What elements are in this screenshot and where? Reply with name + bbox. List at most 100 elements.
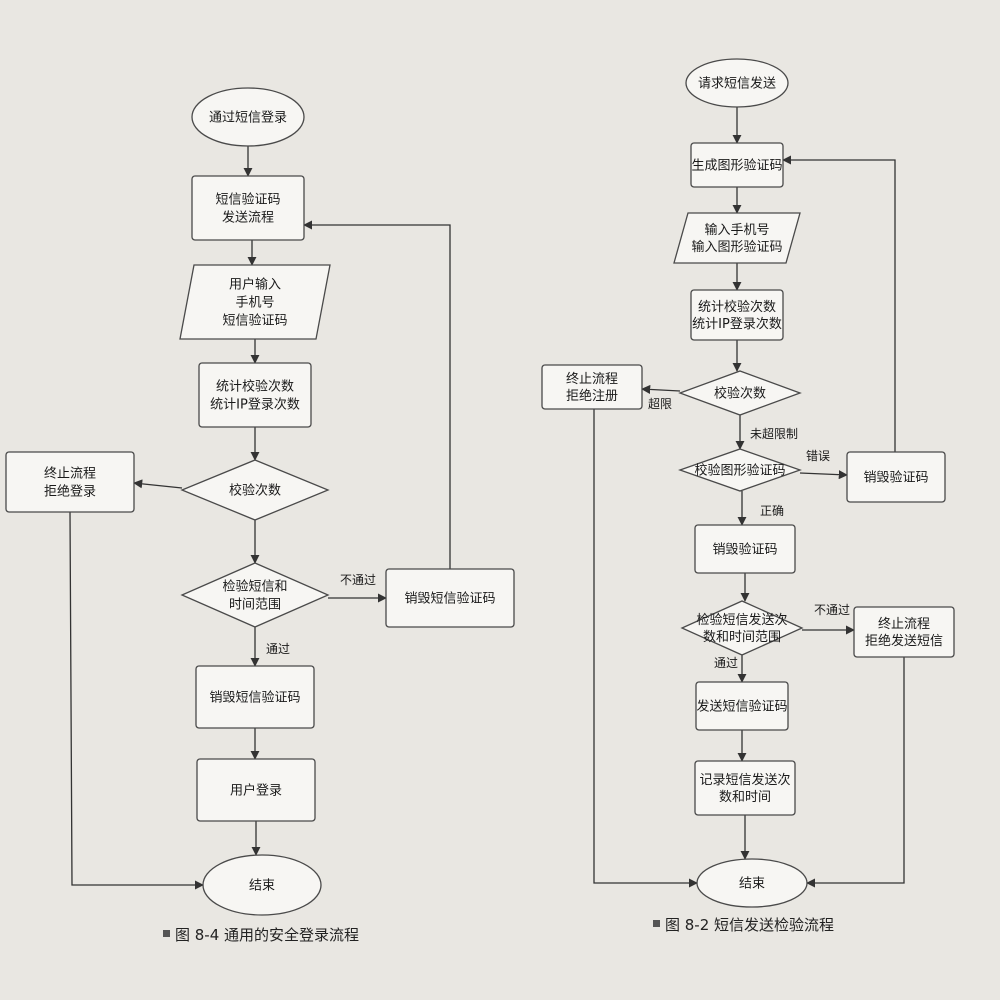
node-text-line: 生成图形验证码 <box>691 157 782 173</box>
node-text-line: 校验次数 <box>229 483 281 499</box>
right-node-destroy-right: 销毁验证码 <box>694 524 796 574</box>
process-box <box>690 289 784 341</box>
right-edge-7 <box>799 470 848 480</box>
node-text-line: 拒绝发送短信 <box>865 633 943 649</box>
node-text-line: 终止流程 <box>878 616 930 632</box>
process-box <box>846 451 946 503</box>
node-text-line: 发送短信验证码 <box>696 698 787 714</box>
node-text-line: 检验短信发送次 <box>696 612 787 628</box>
node-text-line: 销毁验证码 <box>712 541 777 557</box>
process-box <box>198 362 312 428</box>
node-text-line: 结束 <box>249 879 275 894</box>
right-node-gen-captcha: 生成图形验证码 <box>690 142 784 188</box>
process-box <box>196 758 316 822</box>
input-parallelogram <box>673 212 801 264</box>
terminator-oval <box>202 854 322 916</box>
node-text-line: 拒绝注册 <box>566 388 618 404</box>
process-box <box>385 568 515 628</box>
left-edge-12 <box>69 511 204 890</box>
right-edge-label-fail: 不通过 <box>814 603 850 617</box>
node-text-line: 校验次数 <box>714 385 766 401</box>
node-text-line: 统计校验次数 <box>216 379 294 395</box>
right-node-send-sms: 发送短信验证码 <box>695 681 789 731</box>
node-text-line: 销毁短信验证码 <box>404 591 495 607</box>
right-edge-label-over: 超限 <box>648 396 672 411</box>
caption-square-icon <box>163 930 170 937</box>
node-text-line: 检验短信和 <box>222 579 287 595</box>
node-text-line: 通过短信登录 <box>209 111 287 126</box>
flowchart-nodes: 通过短信登录短信验证码发送流程用户输入手机号短信验证码统计校验次数统计IP登录次… <box>5 58 955 916</box>
right-edge-label-pass: 通过 <box>714 656 738 670</box>
right-node-check-count: 校验次数 <box>678 370 802 416</box>
decision-diamond <box>678 370 802 416</box>
node-text-line: 统计校验次数 <box>698 299 776 315</box>
left-node-destroy-fail: 销毁短信验证码 <box>385 568 515 628</box>
node-text-line: 销毁短信验证码 <box>209 690 300 706</box>
left-edge-8 <box>303 220 451 569</box>
decision-diamond <box>180 562 330 628</box>
decision-diamond <box>180 459 330 521</box>
node-text-line: 终止流程 <box>44 466 96 482</box>
node-text-line: 输入图形验证码 <box>691 239 782 255</box>
process-box <box>5 451 135 513</box>
process-box <box>690 142 784 188</box>
node-text-line: 发送流程 <box>222 210 274 226</box>
process-box <box>191 175 305 241</box>
left-node-login: 用户登录 <box>196 758 316 822</box>
node-text-line: 时间范围 <box>229 598 281 613</box>
node-text-line: 手机号 <box>235 296 274 311</box>
right-edge-8 <box>782 155 896 452</box>
decision-diamond <box>680 600 804 656</box>
right-node-end: 结束 <box>696 858 808 908</box>
left-caption: 图 8-4 通用的安全登录流程 <box>175 926 359 944</box>
process-box <box>541 364 643 410</box>
node-text-line: 数和时间范围 <box>703 630 781 645</box>
terminator-oval <box>685 58 789 108</box>
left-edge-label-pass: 通过 <box>266 642 290 656</box>
caption-square-icon <box>653 920 660 927</box>
node-text-line: 统计IP登录次数 <box>210 397 300 413</box>
node-text-line: 拒绝登录 <box>44 484 96 500</box>
node-text-line: 销毁验证码 <box>863 469 928 485</box>
figure-captions: 图 8-4 通用的安全登录流程 图 8-2 短信发送检验流程 <box>163 916 834 944</box>
right-node-destroy-wrong: 销毁验证码 <box>846 451 946 503</box>
terminator-oval <box>696 858 808 908</box>
node-text-line: 记录短信发送次 <box>699 772 790 788</box>
flowchart-edges <box>69 107 905 890</box>
left-node-end: 结束 <box>202 854 322 916</box>
node-text-line: 用户登录 <box>230 783 282 799</box>
left-node-check-count: 校验次数 <box>180 459 330 521</box>
terminator-oval <box>191 87 305 147</box>
left-edge-5 <box>133 479 183 489</box>
right-edge-label-right: 正确 <box>760 504 784 518</box>
process-box <box>195 665 315 729</box>
right-edge-5 <box>641 384 681 394</box>
right-edge-16 <box>806 657 905 888</box>
node-text-line: 输入手机号 <box>704 222 769 238</box>
process-box <box>695 681 789 731</box>
right-node-start: 请求短信发送 <box>685 58 789 108</box>
node-text-line: 请求短信发送 <box>698 75 776 91</box>
input-parallelogram <box>179 264 331 340</box>
node-text-line: 数和时间 <box>719 790 771 805</box>
right-edge-label-wrong: 错误 <box>806 449 830 463</box>
node-text-line: 终止流程 <box>566 371 618 387</box>
process-box <box>694 760 796 816</box>
right-caption: 图 8-2 短信发送检验流程 <box>665 916 834 934</box>
process-box <box>694 524 796 574</box>
node-text-line: 短信验证码 <box>215 192 280 208</box>
right-edge-15 <box>593 409 698 888</box>
left-node-start: 通过短信登录 <box>191 87 305 147</box>
